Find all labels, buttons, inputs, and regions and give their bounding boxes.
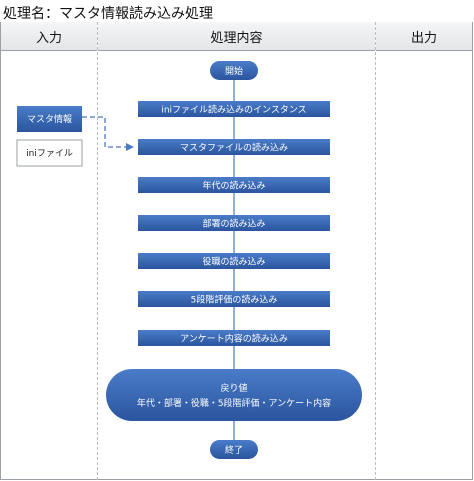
process-step-7: アンケート内容の読み込み (138, 330, 330, 346)
end-node: 終了 (210, 440, 258, 459)
process-step-2-label: マスタファイルの読み込み (180, 142, 288, 154)
return-value-list: 年代・部署・役職・5段階評価・アンケート内容 (137, 397, 331, 409)
page-title: 処理名：マスタ情報読み込み処理 (3, 6, 213, 22)
lane-header-input: 入力 (1, 22, 97, 51)
input-ini-file-label: iniファイル (26, 149, 73, 159)
process-step-7-label: アンケート内容の読み込み (180, 333, 288, 345)
start-node-label: 開始 (225, 65, 243, 77)
start-node: 開始 (210, 61, 258, 80)
lane-header-process: 処理内容 (98, 22, 375, 51)
input-ini-file: iniファイル (16, 139, 83, 167)
lane-separator-left (97, 22, 98, 480)
lane-header-process-label: 処理内容 (210, 30, 263, 46)
process-step-3-label: 年代の読み込み (202, 180, 265, 192)
process-step-2: マスタファイルの読み込み (138, 139, 330, 155)
end-node-label: 終了 (225, 444, 243, 456)
process-step-5-label: 役職の読み込み (202, 256, 265, 268)
input-master-info: マスタ情報 (17, 106, 82, 132)
process-step-1-label: iniファイル読み込みのインスタンス (161, 104, 306, 116)
process-step-4: 部署の読み込み (138, 215, 330, 231)
lane-separator-right (375, 22, 376, 480)
process-step-6-label: 5段階評価の読み込み (191, 294, 278, 306)
process-step-4-label: 部署の読み込み (202, 218, 265, 230)
process-step-5: 役職の読み込み (138, 253, 330, 269)
connector-master-info-to-step2 (82, 116, 134, 151)
return-value-title: 戻り値 (220, 382, 247, 394)
process-step-6: 5段階評価の読み込み (138, 291, 330, 307)
process-step-3: 年代の読み込み (138, 177, 330, 193)
input-master-info-label: マスタ情報 (27, 113, 72, 125)
lane-header-output-label: 出力 (410, 30, 437, 46)
process-step-1: iniファイル読み込みのインスタンス (138, 101, 330, 117)
return-value-node: 戻り値 年代・部署・役職・5段階評価・アンケート内容 (106, 369, 362, 421)
lane-header-input-label: 入力 (35, 30, 62, 46)
lane-header-output: 出力 (376, 22, 472, 51)
